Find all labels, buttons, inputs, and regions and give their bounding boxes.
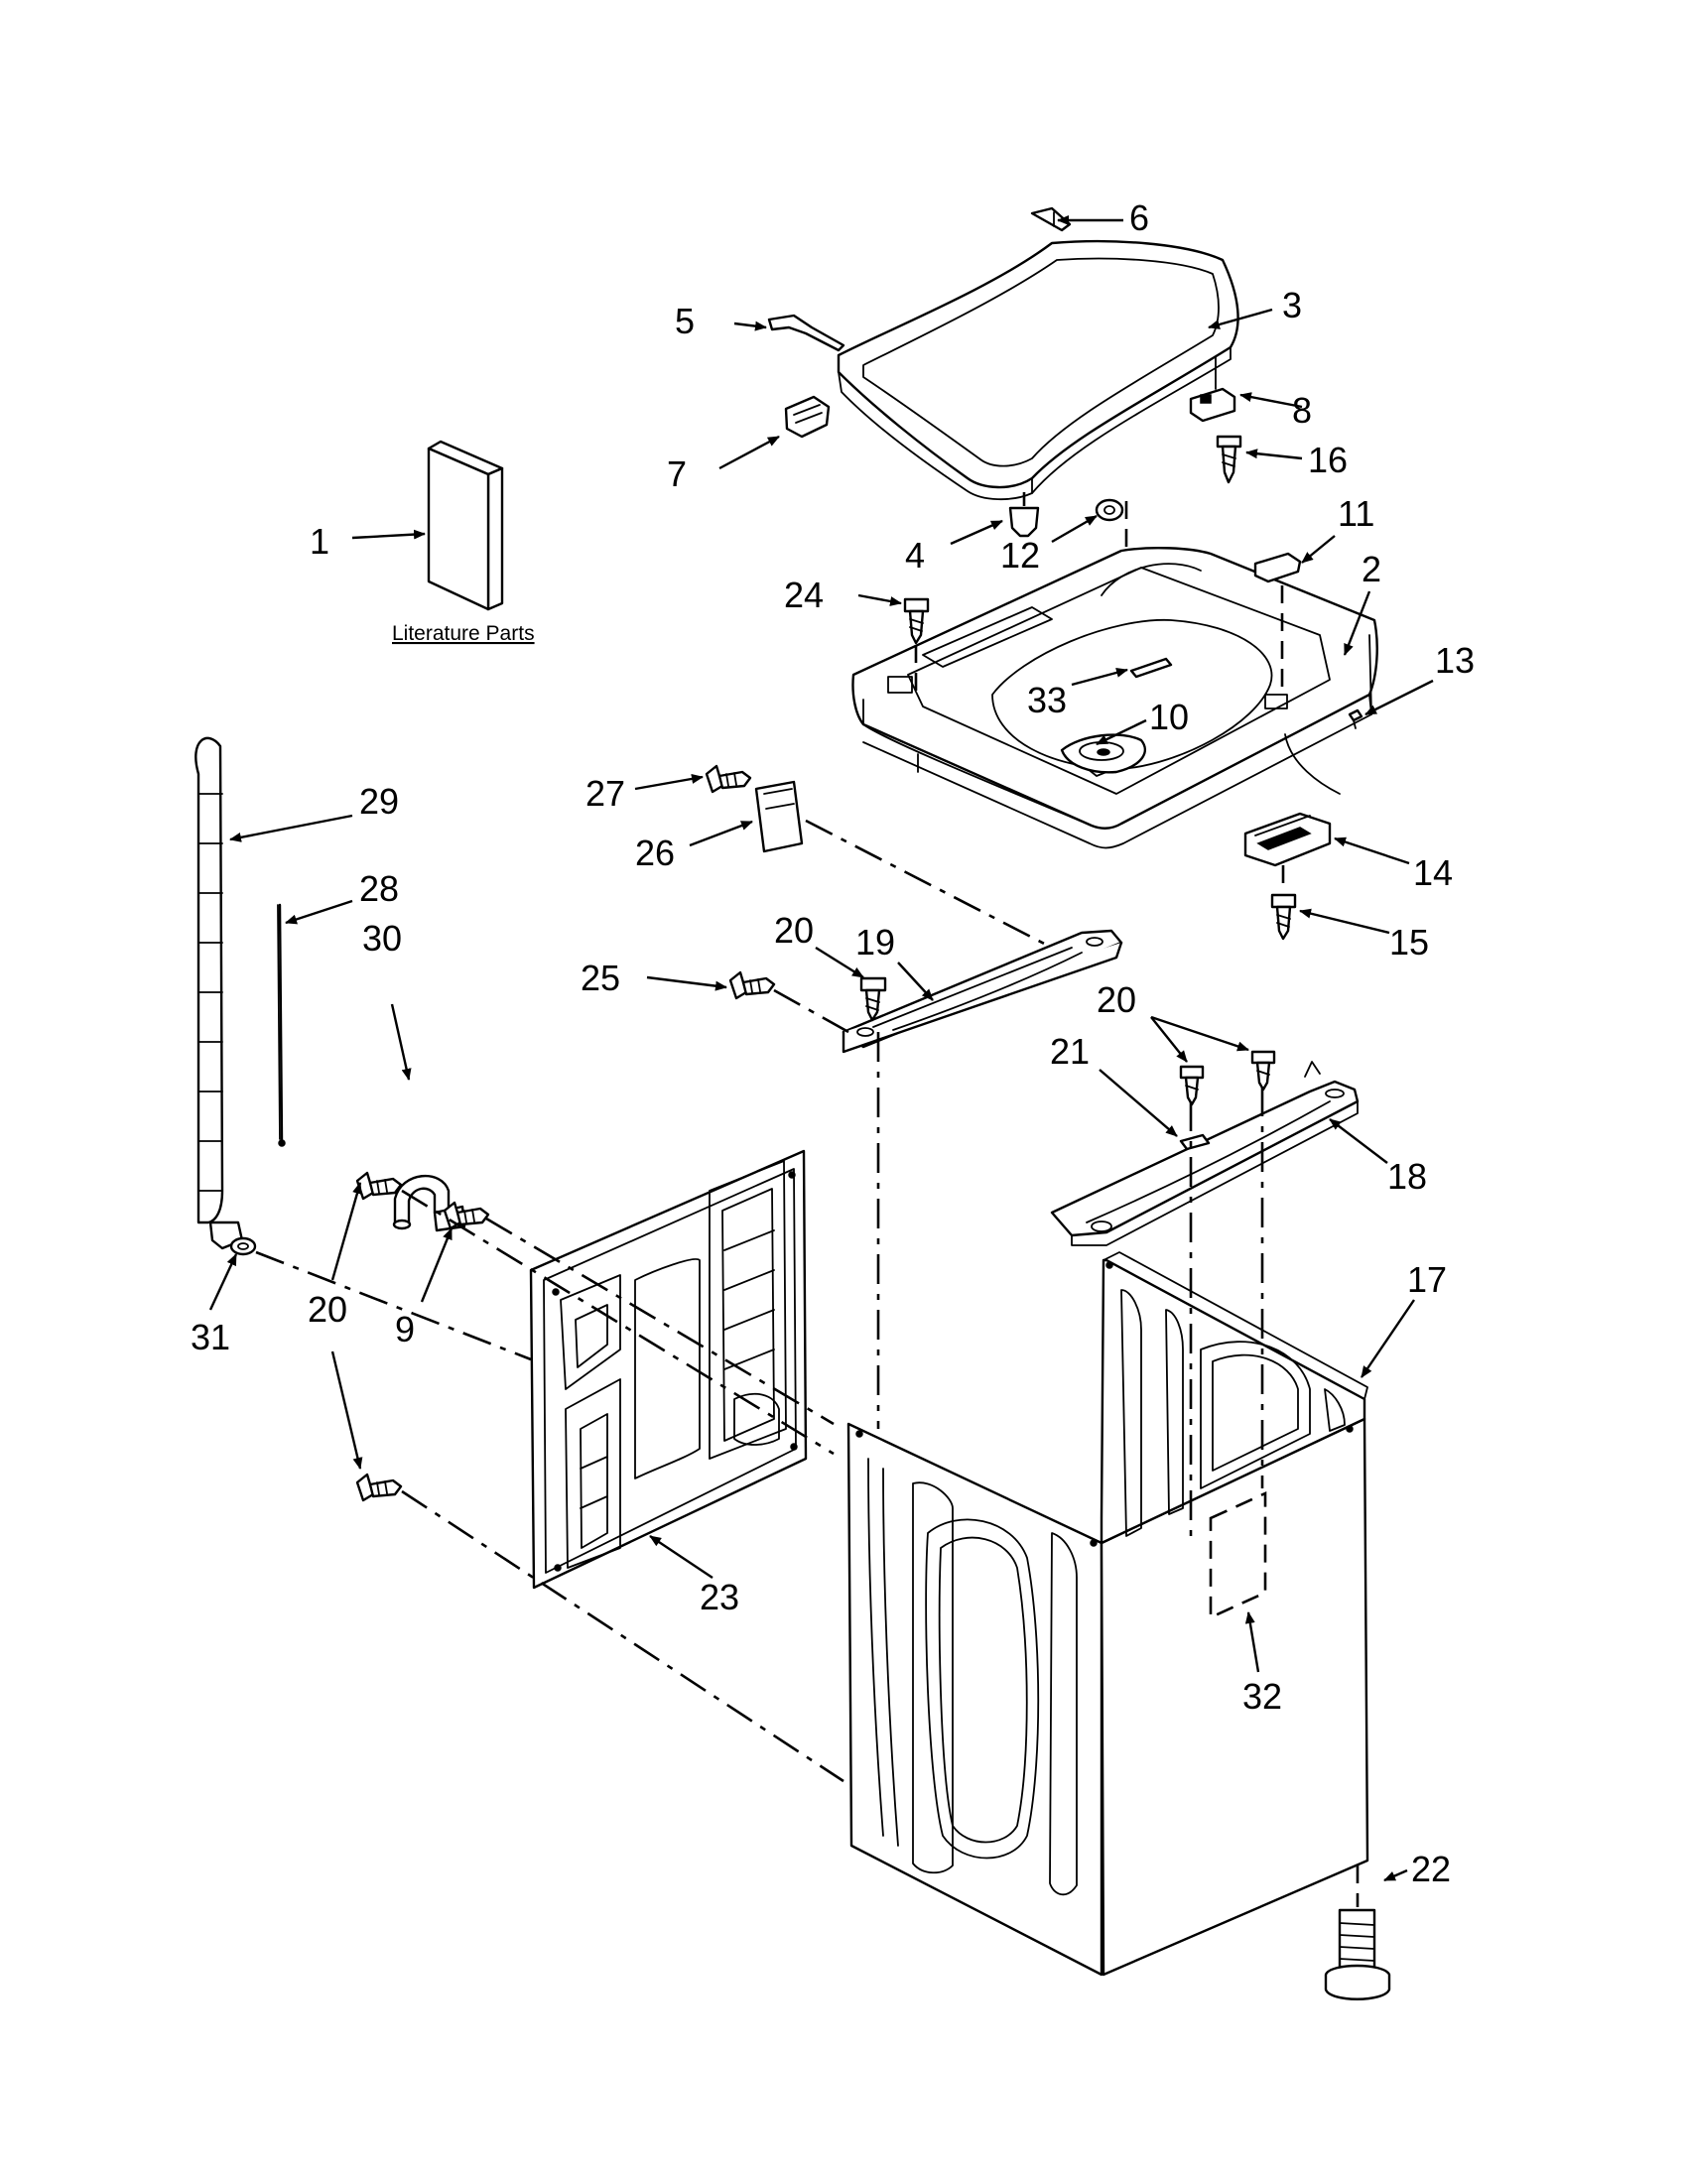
callout-20-left: 20 — [308, 1289, 347, 1330]
lid-switch-8 — [1189, 356, 1236, 423]
screw-25 — [728, 970, 776, 1000]
callout-26: 26 — [635, 833, 675, 873]
callout-8: 8 — [1292, 390, 1312, 431]
callout-13: 13 — [1435, 640, 1475, 681]
screw-15 — [1270, 893, 1297, 941]
callout-27: 27 — [585, 773, 625, 814]
callout-16: 16 — [1308, 440, 1348, 480]
literature-parts: Literature Parts — [392, 440, 535, 645]
clamp-31 — [229, 1236, 257, 1256]
screw-16 — [1216, 435, 1242, 484]
rear-panel-23 — [529, 1149, 808, 1590]
screw-20-left-bottom — [355, 1473, 403, 1502]
clip-11 — [1253, 552, 1302, 695]
clip-21 — [1179, 1133, 1211, 1151]
callout-21: 21 — [1050, 1031, 1090, 1072]
clip-13 — [1348, 708, 1363, 729]
callout-9: 9 — [395, 1309, 415, 1349]
callout-numbers: 6 3 5 8 16 7 1 4 12 11 2 24 13 33 10 27 … — [191, 197, 1475, 1889]
callout-18: 18 — [1387, 1156, 1427, 1197]
leveling-leg-22 — [1324, 1865, 1391, 2000]
callout-17: 17 — [1407, 1259, 1447, 1300]
callout-28: 28 — [359, 868, 399, 909]
strap-28 — [277, 903, 286, 1147]
switch-14 — [1243, 733, 1341, 893]
callout-23: 23 — [700, 1577, 739, 1617]
top-panel — [851, 546, 1378, 849]
callout-20-right: 20 — [1097, 979, 1136, 1020]
callout-11: 11 — [1338, 493, 1374, 534]
screw-20-brace — [859, 976, 887, 1022]
callout-22: 22 — [1411, 1849, 1451, 1889]
cabinet-17 — [846, 1251, 1369, 1977]
callout-30: 30 — [362, 918, 402, 959]
callout-29: 29 — [359, 781, 399, 822]
hinge-rod-5 — [767, 314, 845, 352]
bumper-4 — [1008, 492, 1040, 538]
label-33 — [1129, 657, 1173, 679]
screw-24 — [903, 597, 930, 695]
callout-10: 10 — [1149, 697, 1189, 737]
leader-lines — [208, 215, 1434, 1882]
callout-7: 7 — [667, 453, 687, 494]
callout-3: 3 — [1282, 285, 1302, 325]
callout-12: 12 — [1000, 535, 1040, 576]
callout-24: 24 — [784, 575, 824, 615]
screw-9 — [443, 1201, 490, 1230]
callout-1: 1 — [310, 521, 329, 562]
lid-bumper-7 — [784, 395, 831, 439]
callout-15: 15 — [1389, 922, 1429, 963]
lid — [837, 239, 1239, 501]
label-location-32 — [1209, 1490, 1267, 1620]
callout-32: 32 — [1242, 1676, 1282, 1717]
callout-14: 14 — [1413, 852, 1453, 893]
assembly-lines — [255, 819, 1264, 1783]
callout-5: 5 — [675, 301, 695, 341]
screw-27 — [705, 764, 752, 794]
grommet-12 — [1095, 498, 1128, 595]
callout-2: 2 — [1362, 549, 1381, 589]
brace-18 — [1050, 1061, 1360, 1246]
callout-20-brace: 20 — [774, 910, 814, 951]
drain-hose-29 — [195, 736, 244, 1250]
callout-19: 19 — [855, 922, 895, 963]
screw-20-right-b — [1250, 1050, 1276, 1092]
callout-4: 4 — [905, 535, 925, 576]
literature-caption: Literature Parts — [392, 622, 535, 645]
callout-33: 33 — [1027, 680, 1067, 720]
callout-25: 25 — [581, 958, 620, 998]
screw-20-left-top — [355, 1171, 403, 1201]
bracket-26 — [754, 780, 804, 853]
brace-19 — [842, 929, 1123, 1054]
callout-6: 6 — [1129, 197, 1149, 238]
callout-31: 31 — [191, 1317, 230, 1357]
screw-20-right-a — [1179, 1065, 1205, 1106]
